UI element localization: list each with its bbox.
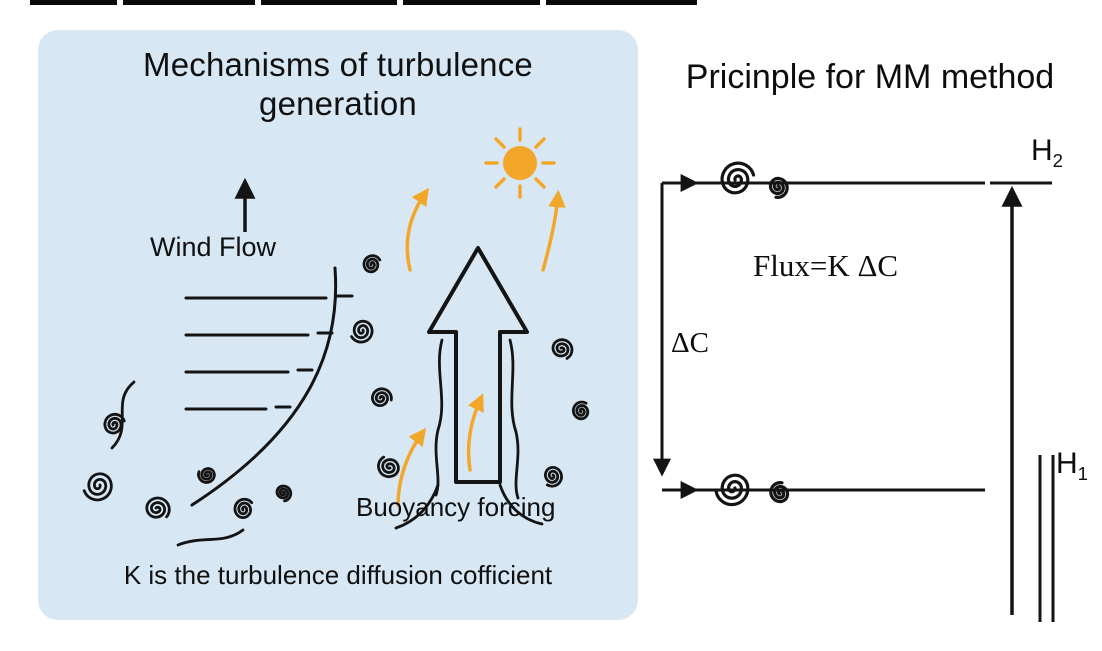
- level-eddies: [714, 160, 790, 508]
- h1-base: H: [1056, 447, 1078, 480]
- crop-artifact-segment: [30, 0, 117, 5]
- buoyancy-forcing-label: Buoyancy forcing: [356, 492, 556, 522]
- convective-eddies: [347, 253, 592, 530]
- wind-profile: [184, 266, 354, 507]
- left-panel-title-line1: Mechanisms of turbulence: [143, 46, 533, 83]
- height-h2-label: H2: [1031, 134, 1063, 172]
- turbulence-graphics: [38, 127, 638, 547]
- height-h1-label: H1: [1056, 447, 1088, 485]
- left-panel-title: Mechanisms of turbulence generation: [38, 46, 638, 124]
- right-panel-title: Pricinple for MM method: [685, 58, 1055, 96]
- shear-eddies: [80, 380, 292, 547]
- h2-base: H: [1031, 134, 1053, 167]
- delta-c-label: ΔC: [671, 327, 709, 359]
- measurement-levels: [662, 181, 1052, 492]
- sun-icon: [484, 127, 556, 199]
- h2-subscript: 2: [1052, 150, 1064, 171]
- crop-artifact-segment: [123, 0, 255, 5]
- delta-c-arrow: [653, 174, 699, 499]
- flux-equation: Flux=K ΔC: [753, 248, 899, 283]
- left-panel-title-line2: generation: [259, 84, 417, 122]
- wind-flow-label: Wind Flow: [150, 232, 277, 262]
- h1-subscript: 1: [1077, 463, 1089, 484]
- crop-artifact-segment: [403, 0, 540, 5]
- crop-artifact-segment: [546, 0, 697, 5]
- mast-lines: [1038, 455, 1055, 622]
- diffusion-coefficient-caption: K is the turbulence diffusion cofficient: [123, 560, 553, 590]
- buoyancy-arrows: [396, 187, 566, 507]
- crop-artifact-segment: [261, 0, 397, 5]
- mm-method-diagram: [653, 110, 1055, 622]
- updraft-arrow-icon: [427, 246, 529, 484]
- turbulence-mechanisms-panel: Mechanisms of turbulence generation: [38, 30, 638, 620]
